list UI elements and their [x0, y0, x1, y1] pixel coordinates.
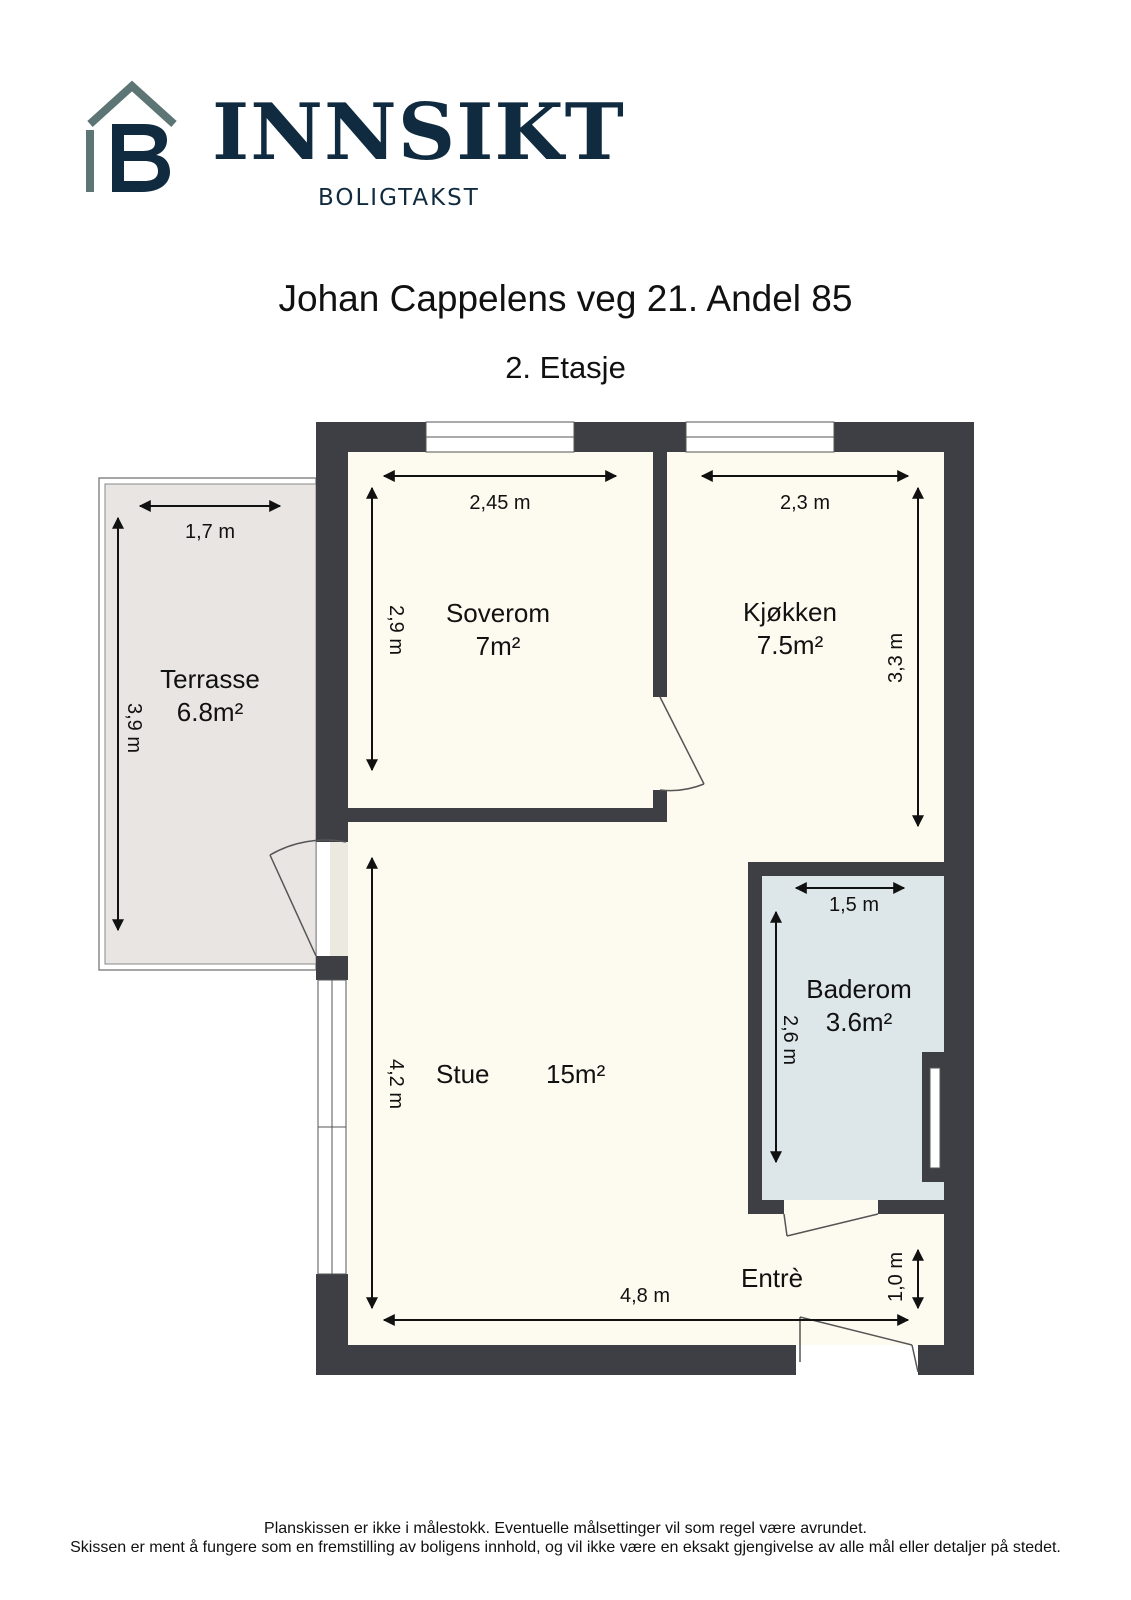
- dimension-labels: 1,7 m 3,9 m 2,45 m 2,9 m 2,3 m 3,3 m 1,5…: [123, 492, 907, 1307]
- disclaimer: Planskissen er ikke i målestokk. Eventue…: [0, 1519, 1131, 1557]
- interior-walls: [348, 452, 944, 1214]
- terrasse-name: Terrasse: [160, 664, 260, 694]
- door-swings: [269, 696, 919, 1373]
- brand-logo: INNSIKT BOLIGTAKST: [82, 78, 624, 218]
- baderom-length: 2,6 m: [779, 1015, 801, 1065]
- floor-label: 2. Etasje: [505, 350, 626, 385]
- terrasse-area: [98, 477, 317, 971]
- terrasse-width: 1,7 m: [185, 521, 235, 543]
- house-b-icon: [86, 80, 177, 192]
- kjokken-length: 3,3 m: [885, 633, 907, 683]
- stue-width: 4,8 m: [620, 1285, 670, 1307]
- terrasse-length: 3,9 m: [123, 703, 145, 753]
- soverom-width: 2,45 m: [469, 492, 530, 514]
- brand-name: INNSIKT: [212, 87, 625, 178]
- windows: [317, 421, 835, 1275]
- terrasse-area-label: 6.8m²: [177, 697, 244, 727]
- soverom-area-label: 7m²: [476, 631, 521, 661]
- baderom-area-label: 3.6m²: [826, 1007, 893, 1037]
- soverom-name: Soverom: [446, 598, 550, 628]
- kjokken-name: Kjøkken: [743, 597, 837, 627]
- entre-name: Entrè: [741, 1263, 803, 1293]
- entre-length: 1,0 m: [885, 1252, 907, 1302]
- dimension-lines: [112, 470, 924, 1326]
- disclaimer-line-2: Skissen er ment å fungere som en fremsti…: [70, 1539, 1061, 1556]
- kjokken-width: 2,3 m: [780, 492, 830, 514]
- soverom-length: 2,9 m: [385, 605, 407, 655]
- baderom-name: Baderom: [806, 974, 912, 1004]
- brand-tagline: BOLIGTAKST: [318, 185, 480, 211]
- stue-name: Stue: [436, 1059, 490, 1089]
- page-title: Johan Cappelens veg 21. Andel 85: [278, 278, 853, 319]
- room-labels: Terrasse 6.8m² Soverom 7m² Kjøkken 7.5m²…: [160, 597, 912, 1293]
- kjokken-area-label: 7.5m²: [757, 630, 824, 660]
- stue-length: 4,2 m: [385, 1059, 407, 1109]
- stue-area-label: 15m²: [546, 1059, 606, 1089]
- baderom-area: [762, 876, 944, 1200]
- baderom-width: 1,5 m: [829, 894, 879, 916]
- disclaimer-line-1: Planskissen er ikke i målestokk. Eventue…: [264, 1520, 867, 1537]
